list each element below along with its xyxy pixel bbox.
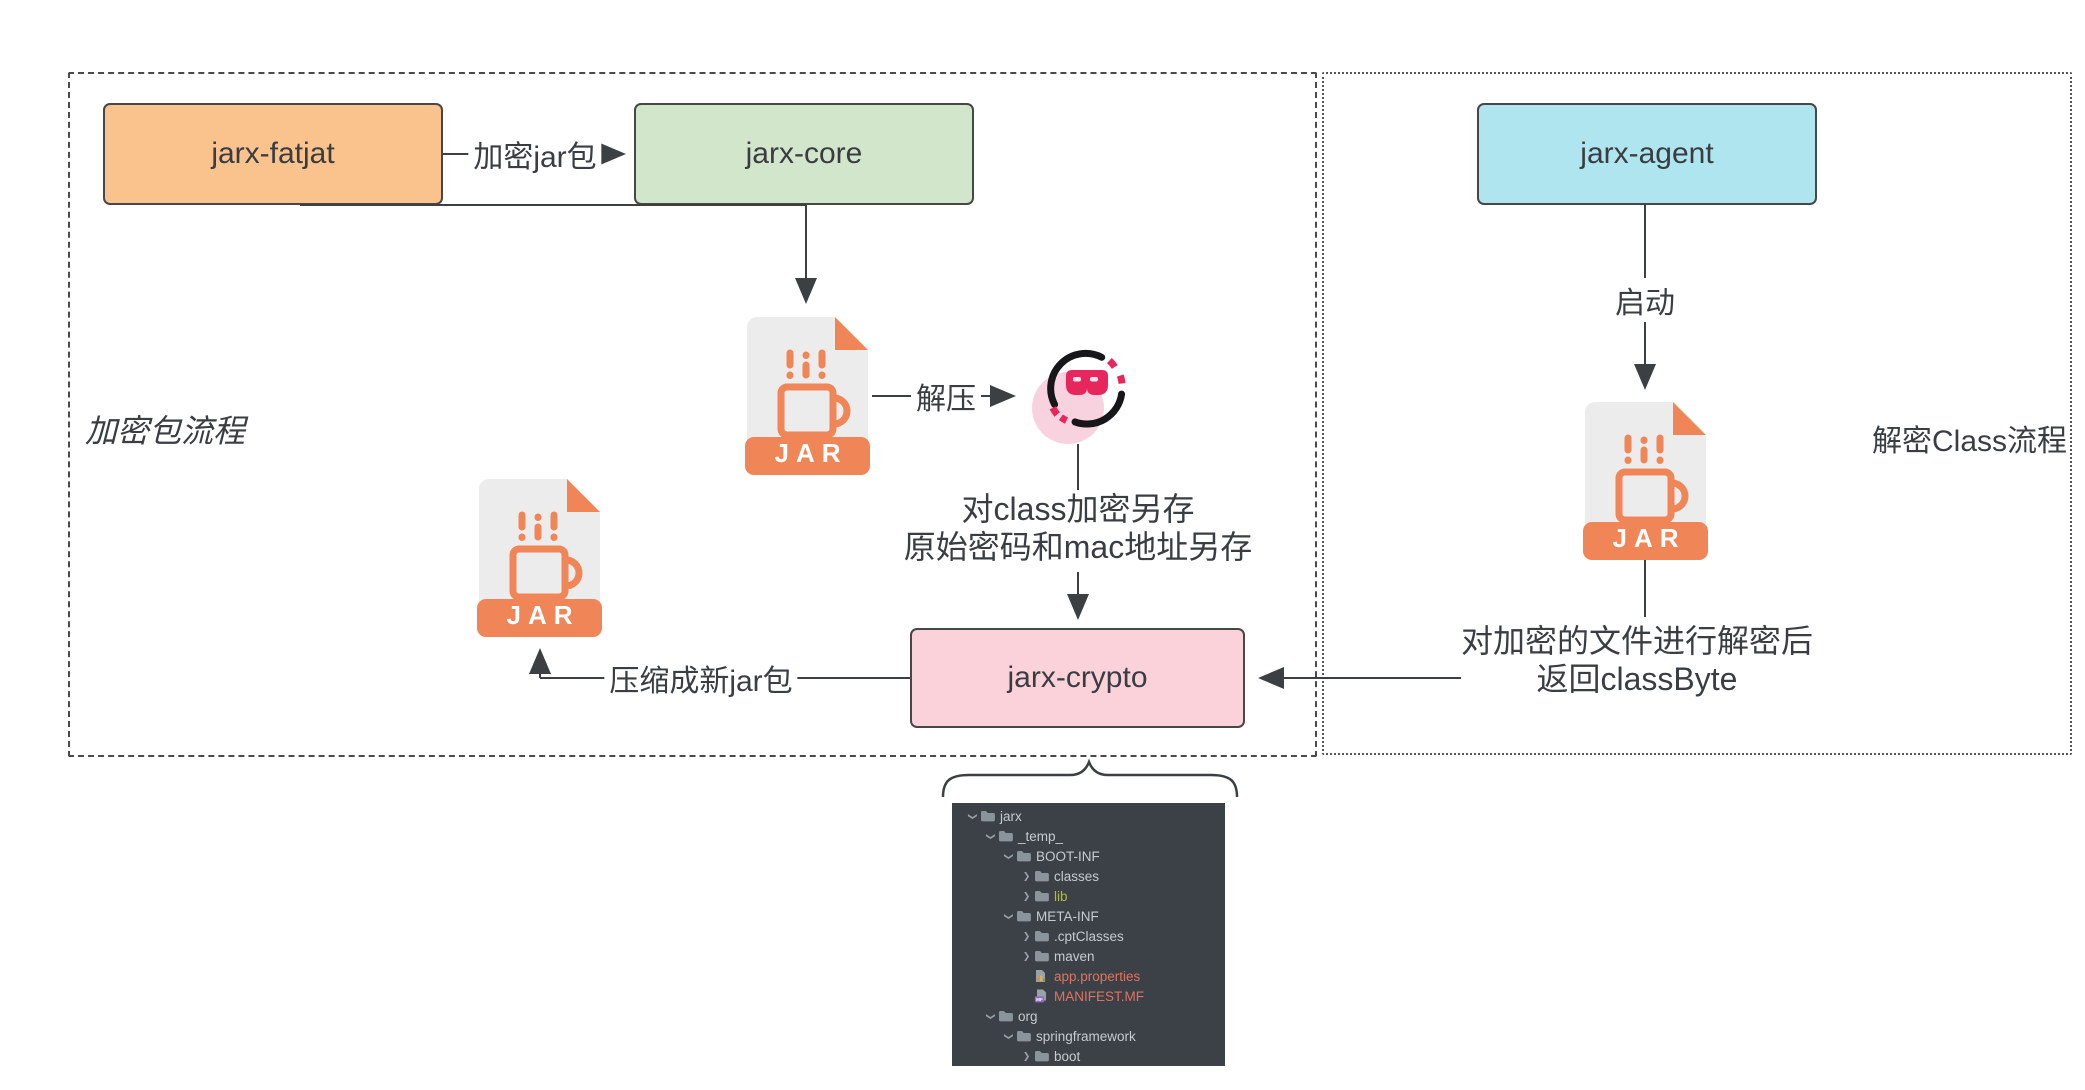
folder-icon <box>1034 1050 1051 1062</box>
tree-item-springframework[interactable]: ❯ springframework <box>952 1026 1225 1046</box>
file-tree-panel: ❯ jarx ❯ _temp_ ❯ BOOT-INF ❯ classes ❯ lib ❯ META-I… <box>952 803 1225 1066</box>
section-encrypt-flow <box>68 72 1317 757</box>
chevron-expanded-icon[interactable]: ❯ <box>1004 852 1014 860</box>
edge-label-unzip: 解压 <box>911 374 981 418</box>
tree-item-app.properties[interactable]: ❯app.properties <box>952 966 1225 986</box>
node-jarx-core: jarx-core <box>634 103 974 205</box>
tree-item-label: jarx <box>1000 808 1022 824</box>
folder-icon <box>980 810 997 822</box>
tree-item-label: MANIFEST.MF <box>1054 988 1144 1004</box>
tree-item-BOOT-INF[interactable]: ❯ BOOT-INF <box>952 846 1225 866</box>
tree-item-jarx[interactable]: ❯ jarx <box>952 806 1225 826</box>
node-jarx-agent: jarx-agent <box>1477 103 1817 205</box>
tree-item-_temp_[interactable]: ❯ _temp_ <box>952 826 1225 846</box>
jar-badge-text: JAR <box>774 438 848 468</box>
jar-file-icon-art <box>477 479 602 637</box>
chevron-collapsed-icon[interactable]: ❯ <box>1022 890 1031 901</box>
chevron-expanded-icon[interactable]: ❯ <box>986 1012 996 1020</box>
edge-label-zip-new-jar: 压缩成新jar包 <box>604 656 798 700</box>
chevron-collapsed-icon[interactable]: ❯ <box>1022 870 1031 881</box>
jar-file-icon: JAR <box>1583 400 1708 560</box>
node-jarx-core-label: jarx-core <box>745 137 863 170</box>
manifest-file-icon: MF <box>1034 989 1051 1003</box>
svg-text:MF: MF <box>1036 997 1043 1002</box>
chevron-expanded-icon[interactable]: ❯ <box>1004 912 1014 920</box>
chevron-collapsed-icon[interactable]: ❯ <box>1022 1050 1031 1061</box>
node-jarx-crypto: jarx-crypto <box>910 628 1245 728</box>
node-jarx-agent-label: jarx-agent <box>1580 137 1714 170</box>
tree-item-lib[interactable]: ❯ lib <box>952 886 1225 906</box>
folder-icon <box>1016 910 1033 922</box>
annotation-class-save-line1: 对class加密另存 <box>961 491 1195 527</box>
tree-item-label: META-INF <box>1036 908 1099 924</box>
jar-badge-text: JAR <box>1612 523 1686 553</box>
folder-icon <box>1034 950 1051 962</box>
folder-icon <box>1034 870 1051 882</box>
tree-item-label: boot <box>1054 1048 1081 1064</box>
tree-item-META-INF[interactable]: ❯ META-INF <box>952 906 1225 926</box>
folder-icon <box>998 830 1015 842</box>
chevron-expanded-icon[interactable]: ❯ <box>968 812 978 820</box>
tree-item-classes[interactable]: ❯ classes <box>952 866 1225 886</box>
tree-item-org[interactable]: ❯ org <box>952 1006 1225 1026</box>
folder-icon <box>998 1010 1015 1022</box>
annotation-decrypt-return: 对加密的文件进行解密后 返回classByte <box>1460 622 1814 698</box>
properties-file-icon <box>1034 969 1051 983</box>
jar-file-icon: JAR <box>477 477 602 637</box>
annotation-decrypt-line2: 返回classByte <box>1536 661 1738 697</box>
node-jarx-fatjat-label: jarx-fatjat <box>211 137 335 170</box>
chevron-collapsed-icon[interactable]: ❯ <box>1022 930 1031 941</box>
folder-icon <box>1016 850 1033 862</box>
tree-item-label: .cptClasses <box>1054 928 1124 944</box>
section-decrypt-label: 解密Class流程 <box>1872 425 2068 458</box>
folder-icon <box>1016 1030 1033 1042</box>
chevron-expanded-icon[interactable]: ❯ <box>1004 1032 1014 1040</box>
folder-icon <box>1034 930 1051 942</box>
chevron-collapsed-icon[interactable]: ❯ <box>1022 950 1031 961</box>
incognito-icon-art <box>1032 349 1126 444</box>
brace-decoration <box>941 758 1239 798</box>
node-jarx-fatjat: jarx-fatjat <box>103 103 443 205</box>
chevron-expanded-icon[interactable]: ❯ <box>986 832 996 840</box>
tree-item-boot[interactable]: ❯ boot <box>952 1046 1225 1066</box>
tree-item-label: _temp_ <box>1018 828 1064 844</box>
incognito-icon <box>1022 348 1132 458</box>
edge-label-start: 启动 <box>1610 278 1680 322</box>
annotation-class-save: 对class加密另存 原始密码和mac地址另存 <box>903 490 1253 566</box>
section-encrypt-label: 加密包流程 <box>85 413 246 449</box>
tree-item-label: lib <box>1054 888 1068 904</box>
tree-item-label: springframework <box>1036 1028 1136 1044</box>
jar-file-icon: JAR <box>745 315 870 475</box>
jar-file-icon-art <box>745 317 870 475</box>
jar-file-icon-art <box>1583 402 1708 560</box>
edge-label-encrypt-jar: 加密jar包 <box>468 132 602 176</box>
annotation-decrypt-line1: 对加密的文件进行解密后 <box>1460 623 1814 659</box>
tree-item-.cptClasses[interactable]: ❯ .cptClasses <box>952 926 1225 946</box>
tree-item-label: org <box>1018 1008 1038 1024</box>
annotation-class-save-line2: 原始密码和mac地址另存 <box>903 529 1253 565</box>
tree-item-label: app.properties <box>1054 968 1141 984</box>
node-jarx-crypto-label: jarx-crypto <box>1007 661 1148 694</box>
jar-badge-text: JAR <box>506 600 580 630</box>
tree-item-maven[interactable]: ❯ maven <box>952 946 1225 966</box>
folder-icon <box>1034 890 1051 902</box>
tree-item-label: maven <box>1054 948 1095 964</box>
section-decrypt-flow <box>1322 72 2072 755</box>
tree-item-label: BOOT-INF <box>1036 848 1100 864</box>
tree-item-label: classes <box>1054 868 1100 884</box>
